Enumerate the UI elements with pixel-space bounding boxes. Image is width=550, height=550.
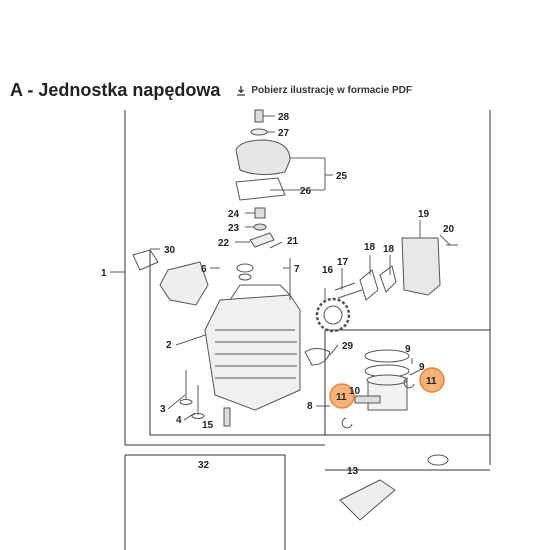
part-label-21[interactable]: 21 xyxy=(287,236,299,247)
part-label-11-right[interactable]: 11 xyxy=(426,376,437,387)
part-label-25[interactable]: 25 xyxy=(336,171,348,182)
part-label-17[interactable]: 17 xyxy=(337,257,349,268)
leader-lines xyxy=(110,115,451,421)
part-label-18-right[interactable]: 18 xyxy=(383,244,395,255)
page-header: A - Jednostka napędowa Pobierz ilustracj… xyxy=(10,80,412,101)
part-label-16[interactable]: 16 xyxy=(322,265,334,276)
page-title: A - Jednostka napędowa xyxy=(10,80,221,100)
part-label-4[interactable]: 4 xyxy=(176,415,182,426)
part-label-7[interactable]: 7 xyxy=(294,264,300,275)
part-label-27[interactable]: 27 xyxy=(278,128,290,139)
part-drawings xyxy=(132,109,458,521)
part-label-9-upper[interactable]: 9 xyxy=(405,344,411,355)
part-label-15[interactable]: 15 xyxy=(202,420,214,431)
part-label-9-lower[interactable]: 9 xyxy=(419,362,425,373)
part-label-2[interactable]: 2 xyxy=(166,340,172,351)
part-label-18-left[interactable]: 18 xyxy=(364,242,376,253)
highlight-marker-11-right[interactable] xyxy=(419,367,445,393)
highlight-marker-11-left[interactable] xyxy=(329,383,355,409)
highlight-markers xyxy=(329,367,445,409)
part-label-26[interactable]: 26 xyxy=(300,186,312,197)
diagram-frames xyxy=(124,110,491,550)
part-number-labels: 1 2 3 4 15 6 7 8 9 9 10 11 11 13 16 17 1… xyxy=(101,112,455,477)
part-label-1[interactable]: 1 xyxy=(101,268,107,279)
part-label-3[interactable]: 3 xyxy=(160,404,166,415)
download-pdf-link[interactable]: Pobierz ilustrację w formacie PDF xyxy=(236,85,412,96)
part-label-23[interactable]: 23 xyxy=(228,223,240,234)
download-pdf-label: Pobierz ilustrację w formacie PDF xyxy=(251,85,412,96)
download-icon xyxy=(237,85,246,96)
part-label-6[interactable]: 6 xyxy=(201,264,207,275)
part-label-24[interactable]: 24 xyxy=(228,209,240,220)
part-label-29[interactable]: 29 xyxy=(342,341,354,352)
part-label-20[interactable]: 20 xyxy=(443,224,455,235)
part-label-8[interactable]: 8 xyxy=(307,401,313,412)
part-label-13[interactable]: 13 xyxy=(347,466,359,477)
part-label-10[interactable]: 10 xyxy=(349,386,361,397)
part-label-32[interactable]: 32 xyxy=(198,460,210,471)
part-label-30[interactable]: 30 xyxy=(164,245,176,256)
part-label-22[interactable]: 22 xyxy=(218,238,230,249)
part-label-11-left[interactable]: 11 xyxy=(336,392,347,403)
part-label-28[interactable]: 28 xyxy=(278,112,290,123)
part-label-19[interactable]: 19 xyxy=(418,209,430,220)
